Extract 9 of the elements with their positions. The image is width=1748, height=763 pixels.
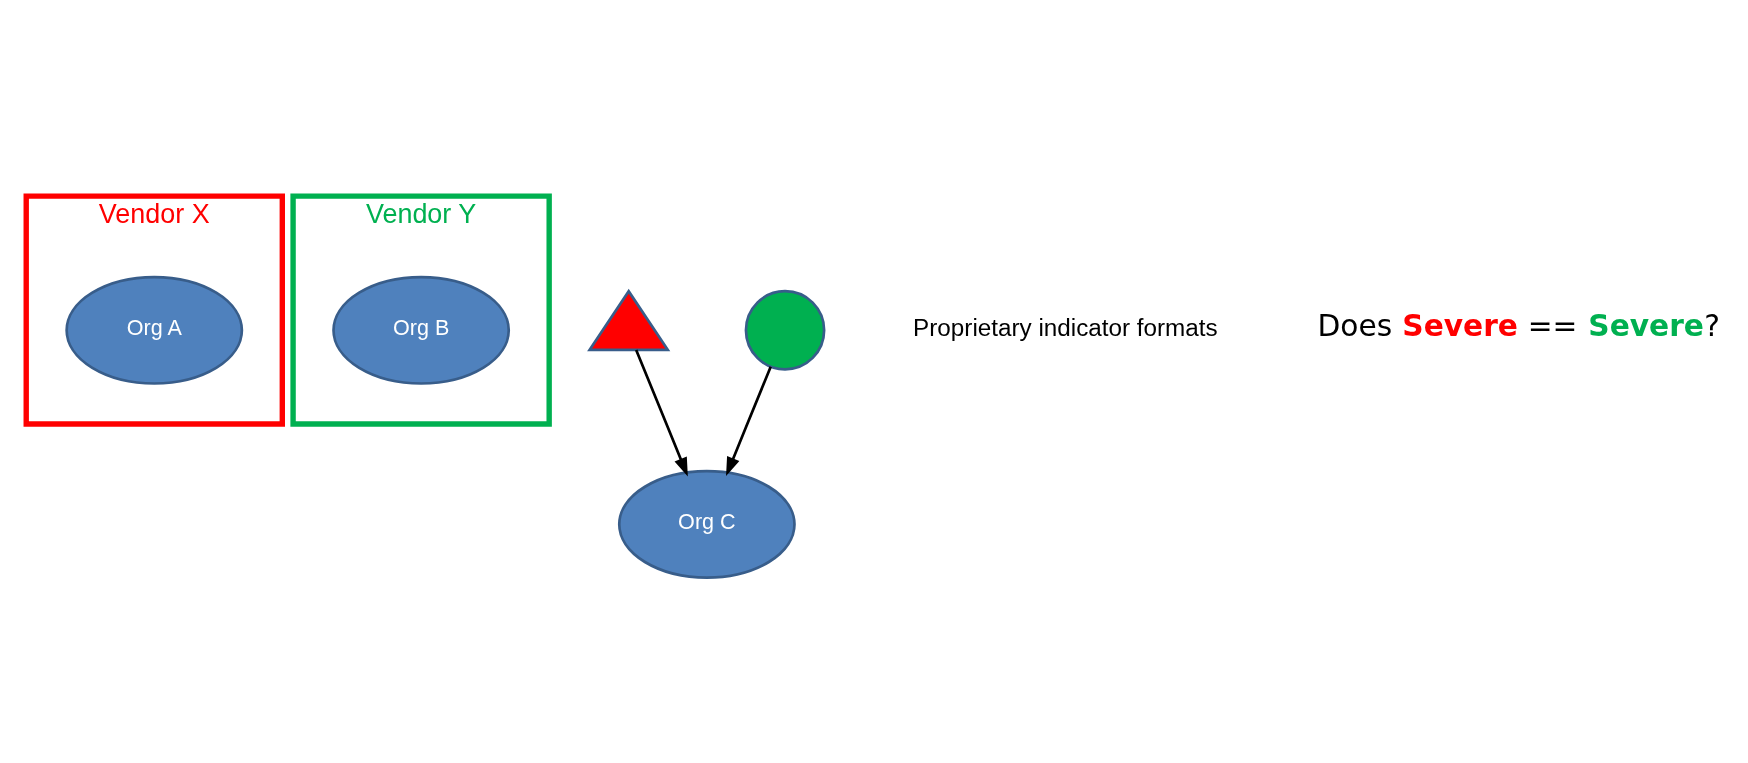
label: Proprietary indicator formats [913,314,1218,342]
node-circle [744,289,826,371]
node-ellipse: Org A [65,275,244,385]
label: Does Severe == Severe? [1317,308,1720,344]
node-ellipse: Org C [617,469,796,579]
node-triangle [587,288,671,352]
node-ellipse: Org B [332,275,511,385]
arrow [634,349,688,477]
arrow [726,366,772,477]
